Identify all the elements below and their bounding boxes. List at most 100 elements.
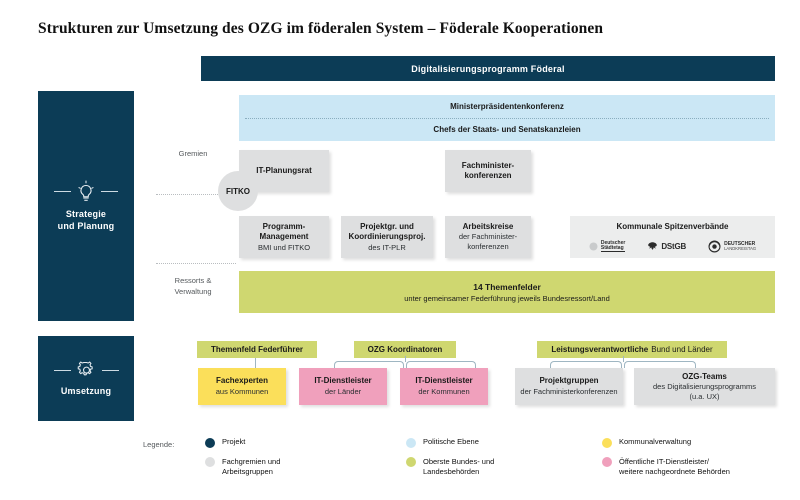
section-strategie-body: Gremien Ressorts &Verwaltung Ministerprä…	[142, 91, 775, 321]
legend-swatch-politische-ebene	[406, 437, 416, 448]
box-title: IT-Planungsrat	[256, 165, 312, 175]
political-row-mpk: Ministerpräsidentenkonferenz	[450, 102, 564, 111]
legend-swatch-oeffentliche-it	[602, 457, 612, 467]
legend-item-kommunalverwaltung: Kommunalverwaltung	[602, 437, 800, 448]
box-title: Projektgruppen	[539, 376, 599, 386]
political-row-chefs: Chefs der Staats- und Senatskanzleien	[433, 125, 581, 134]
connector-brace-leistung-right	[624, 361, 696, 368]
box-projektgruppen: Projektgruppen der Fachministerkonferenz…	[515, 368, 623, 405]
dstgb-logo: DStGB	[647, 241, 686, 252]
box-subtitle: des IT-PLR	[368, 242, 406, 252]
legend-swatch-fachgremien	[205, 457, 215, 467]
lightbulb-icon	[78, 180, 94, 201]
box-subtitle: der Fachminister-konferenzen	[458, 232, 518, 252]
connector-leistung-stem	[623, 356, 624, 362]
box-it-dienstleister-laender: IT-Dienstleister der Länder	[299, 368, 387, 405]
page-title: Strukturen zur Umsetzung des OZG im föde…	[38, 20, 604, 37]
box-subtitle: der Länder	[324, 386, 362, 396]
legend-text: Kommunalverwaltung	[619, 437, 692, 446]
themenfelder-title: 14 Themenfelder	[473, 281, 541, 292]
lightbulb-icon-row	[54, 180, 118, 204]
box-arbeitskreise: Arbeitskreise der Fachminister-konferenz…	[445, 216, 531, 258]
box-programm-management: Programm-Management BMI und FITKO	[239, 216, 329, 258]
legend-item-projekt: Projekt	[205, 437, 385, 448]
legend-text: Projekt	[222, 437, 246, 446]
chip-bold-part: Leistungsverantwortliche	[551, 345, 649, 354]
chip-leistungsverantwortliche: Leistungsverantwortliche Bund und Länder	[537, 341, 727, 358]
box-subtitle: der Fachministerkonferenzen	[520, 386, 618, 396]
rowlabel-ressorts: Ressorts &Verwaltung	[174, 276, 212, 296]
legend-column-3: Kommunalverwaltung Öffentliche IT-Dienst…	[602, 437, 800, 486]
section-umsetzung: Umsetzung Themenfeld Federführer OZG Koo…	[38, 336, 775, 421]
box-fachexperten: Fachexperten aus Kommunen	[198, 368, 286, 405]
fitko-bubble: FITKO	[218, 171, 258, 211]
band-14-themenfelder: 14 Themenfelder unter gemeinsamer Federf…	[239, 271, 775, 313]
staedtetag-mark	[589, 242, 598, 251]
legend-swatch-projekt	[205, 437, 215, 448]
eagle-icon	[648, 242, 658, 250]
themenfelder-subtitle: unter gemeinsamer Federführung jeweils B…	[404, 293, 610, 303]
legend-item-oeffentliche-it: Öffentliche IT-Dienstleister/weitere nac…	[602, 457, 800, 477]
chip-ozg-koordinatoren: OZG Koordinatoren	[354, 341, 456, 358]
box-subtitle: aus Kommunen	[215, 386, 269, 396]
chip-themenfeld-federfuehrer: Themenfeld Federführer	[197, 341, 317, 358]
section-umsetzung-label: Umsetzung	[60, 385, 112, 396]
box-subtitle: des Digitalisierungsprogramms(u.a. UX)	[653, 381, 756, 401]
dash-right	[101, 191, 118, 193]
separator-gremien	[156, 194, 236, 195]
ksv-title: Kommunale Spitzenverbände	[616, 222, 729, 231]
section-umsetzung-sidebar: Umsetzung	[38, 336, 134, 421]
legend-text: Öffentliche IT-Dienstleister/weitere nac…	[619, 456, 730, 476]
dash-right	[101, 369, 119, 371]
connector-koordinatoren-stem	[405, 356, 406, 362]
program-bar-label: Digitalisierungsprogramm Föderal	[411, 63, 565, 74]
box-title: IT-Dienstleister	[415, 376, 473, 386]
box-subtitle: BMI und FITKO	[257, 242, 311, 252]
political-level-stack: Ministerpräsidentenkonferenz Chefs der S…	[239, 95, 775, 141]
box-title: Arbeitskreise	[462, 222, 514, 232]
connector-brace-leistung-left	[550, 361, 622, 368]
gear-icon	[77, 361, 93, 376]
rowlabel-gremien: Gremien	[178, 149, 208, 158]
box-fachministerkonferenzen: Fachminister-konferenzen	[445, 150, 531, 192]
dash-left	[54, 191, 71, 193]
program-bar: Digitalisierungsprogramm Föderal	[201, 56, 775, 81]
connector-brace-koordinatoren-right	[406, 361, 476, 368]
legend-text: Politische Ebene	[423, 437, 479, 446]
legend-swatch-kommunalverwaltung	[602, 437, 612, 448]
separator-ressorts	[156, 263, 236, 264]
dstgb-wordmark: DStGB	[661, 242, 687, 251]
landkreistag-mark	[708, 240, 721, 253]
chip-regular-part: Bund und Länder	[651, 345, 713, 354]
gear-icon-row	[53, 360, 119, 381]
legend-label: Legende:	[143, 440, 175, 449]
dash-left	[53, 369, 71, 371]
legend-item-politische-ebene: Politische Ebene	[406, 437, 596, 448]
box-it-dienstleister-kommunen: IT-Dienstleister der Kommunen	[400, 368, 488, 405]
legend-swatch-oberste-behoerden	[406, 457, 416, 467]
box-title: OZG-Teams	[682, 371, 727, 381]
box-title: Fachminister-konferenzen	[461, 160, 515, 180]
box-title: Fachexperten	[215, 376, 269, 386]
connector-brace-koordinatoren-left	[334, 361, 404, 368]
section-umsetzung-body: Themenfeld Federführer OZG Koordinatoren…	[142, 336, 775, 421]
box-title: IT-Dienstleister	[314, 376, 372, 386]
